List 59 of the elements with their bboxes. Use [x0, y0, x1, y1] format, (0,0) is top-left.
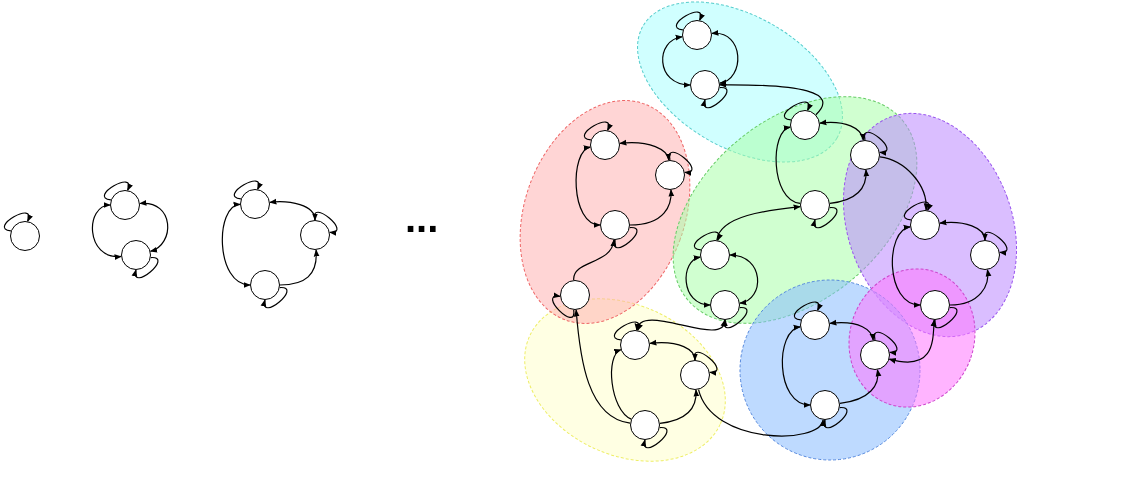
arrow [575, 146, 601, 227]
arrow [221, 203, 251, 287]
arrow [949, 269, 991, 306]
self-loop-arrow [903, 201, 933, 221]
self-loop-arrow [3, 212, 33, 232]
arrow [729, 252, 759, 305]
arrow [719, 81, 824, 116]
self-loop-arrow [675, 11, 705, 31]
self-loop-arrow [261, 286, 288, 309]
self-loop-arrow [721, 306, 748, 329]
arrow [573, 239, 616, 281]
self-loop-arrow [613, 321, 643, 341]
arrow [279, 249, 320, 286]
arrow [711, 30, 739, 85]
self-loop-arrow [793, 301, 823, 321]
self-loop-arrow [103, 181, 133, 201]
self-loop-arrow [611, 227, 638, 249]
arrow [629, 189, 674, 226]
self-loop-arrow [931, 306, 958, 329]
arrow [888, 319, 937, 364]
arrow [775, 126, 801, 204]
arrow [139, 200, 169, 252]
self-loop-arrow [233, 180, 263, 200]
self-loop-arrow [811, 207, 838, 229]
self-loop-arrow [132, 256, 159, 279]
arrow [573, 309, 631, 424]
arrow [829, 169, 869, 204]
arrow [939, 219, 987, 241]
arrow [649, 339, 698, 361]
arrow [716, 204, 801, 241]
arrow [685, 256, 711, 308]
self-loop-arrow [693, 231, 723, 251]
arrow [781, 326, 811, 407]
arrow [610, 349, 632, 420]
arrow [619, 139, 671, 161]
self-loop-arrow [583, 121, 613, 141]
ellipsis-text: ... [405, 198, 439, 238]
arrow [819, 119, 865, 141]
self-loop-arrow [873, 331, 898, 355]
self-loop-arrow [863, 131, 888, 155]
arrow [662, 35, 691, 88]
self-loop-arrow [701, 87, 728, 109]
arrow [879, 156, 929, 211]
self-loop-arrow [313, 211, 338, 235]
arrow [91, 203, 122, 260]
arrow [636, 319, 726, 331]
self-loop-arrow [783, 101, 813, 121]
self-loop-arrow [983, 231, 1008, 255]
self-loop-arrow [693, 351, 718, 375]
arrow [269, 198, 317, 221]
self-loop-arrow [552, 293, 575, 318]
self-loop-arrow [668, 151, 693, 175]
self-loop-arrow [821, 406, 848, 429]
arrow [839, 369, 881, 404]
arrow [659, 389, 699, 424]
arrow [891, 226, 921, 307]
self-loop-arrow [641, 426, 668, 449]
arrow [829, 319, 875, 341]
arrow [697, 388, 824, 437]
